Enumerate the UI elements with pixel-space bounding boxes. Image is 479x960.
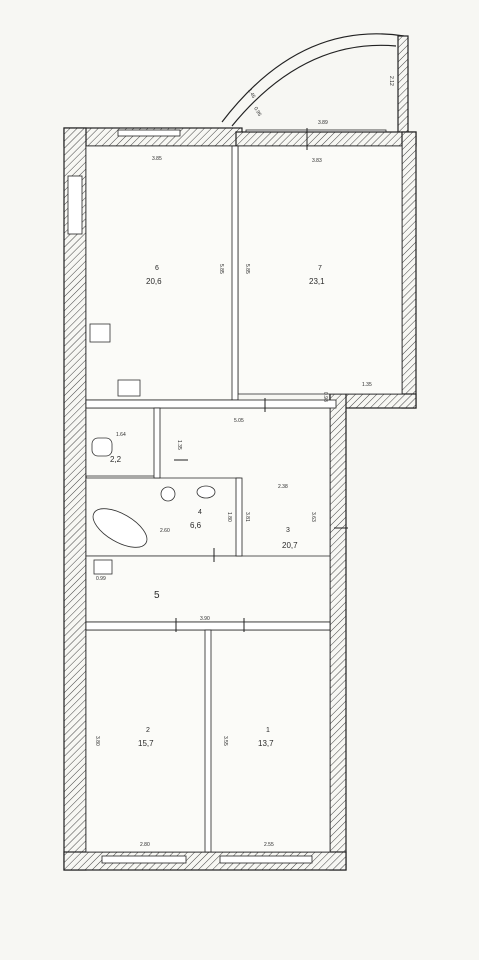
room-1-area: 13,7	[258, 739, 274, 748]
sink-icon	[196, 485, 216, 499]
room-7-area: 23,1	[309, 277, 325, 286]
room-2-number: 2	[146, 727, 150, 734]
window-left-bedroom	[67, 175, 83, 235]
room-1-height: 3.55	[222, 736, 228, 746]
balcony-edge: 1.45	[246, 88, 256, 100]
wc-width: 1.64	[116, 432, 126, 438]
room-2-height: 3.80	[94, 736, 100, 746]
room-5-width: 3.90	[200, 616, 210, 622]
room-6-width: 3.85	[152, 156, 162, 162]
room-4-number: 4	[198, 509, 202, 516]
room-6-height: 5.85	[218, 264, 224, 274]
room-2-width: 2.80	[140, 842, 150, 848]
room-7-width: 3.83	[312, 158, 322, 164]
misc-dim-3: 3.81	[244, 512, 250, 522]
balcony-width: 3.89	[318, 120, 328, 126]
fixtures	[89, 323, 216, 575]
room-6-area: 20,6	[146, 277, 162, 286]
washer-icon	[93, 559, 113, 575]
outer-walls	[63, 127, 417, 871]
stove-icon	[89, 323, 111, 343]
windows	[67, 129, 313, 864]
wall-right-upper	[401, 131, 417, 409]
wall-right-lower	[329, 393, 347, 871]
toilet-icon	[160, 486, 176, 502]
room-3-inner: 2.38	[278, 484, 288, 490]
room-5-number: 5	[154, 590, 160, 601]
misc-dim-1: 0.99	[96, 576, 106, 582]
misc-dim-2: 0.98	[322, 392, 328, 402]
room-1-width: 2.55	[264, 842, 274, 848]
door-markers	[174, 128, 348, 632]
room-5	[85, 555, 331, 623]
balcony	[221, 33, 409, 137]
wc-area: 2,2	[110, 455, 122, 464]
room-2-area: 15,7	[138, 739, 154, 748]
room-3-area: 20,7	[282, 541, 298, 550]
window-bottom-room1	[219, 855, 313, 864]
partitions	[85, 145, 337, 853]
room-7-step: 1.35	[362, 382, 372, 388]
balcony-arc-inner	[231, 44, 397, 127]
balcony-right-wall	[397, 35, 409, 135]
labels: 6 20,6 3.85 5.85 7 23,1 3.83 5.85 1.35 5…	[94, 76, 394, 848]
window-top-room6	[117, 129, 181, 137]
room-7	[237, 145, 403, 395]
bathtub	[92, 508, 148, 548]
wc-height: 1.35	[176, 440, 182, 450]
wc-toilet-icon	[91, 437, 113, 457]
rooms	[85, 145, 403, 853]
balcony-side: 0.95	[252, 106, 262, 118]
room-4-area: 6,6	[190, 521, 202, 530]
room-4-width: 2.60	[160, 528, 170, 534]
room-3-width: 5.05	[234, 418, 244, 424]
kitchen-sink-icon	[117, 379, 141, 397]
room-3-number: 3	[286, 527, 290, 534]
balcony-arc-outline	[221, 33, 405, 123]
room-1	[209, 629, 331, 853]
room-7-height: 5.85	[244, 264, 250, 274]
room-6	[85, 145, 235, 401]
wall-left	[63, 127, 87, 871]
room-7-number: 7	[318, 265, 322, 272]
room-3-height: 3.63	[310, 512, 316, 522]
window-bottom-room2	[101, 855, 187, 864]
room-1-number: 1	[266, 727, 270, 734]
balcony-depth: 2.12	[388, 76, 394, 86]
wall-top-right	[235, 131, 417, 147]
room-6-number: 6	[155, 265, 159, 272]
room-4-height: 1.80	[226, 512, 232, 522]
